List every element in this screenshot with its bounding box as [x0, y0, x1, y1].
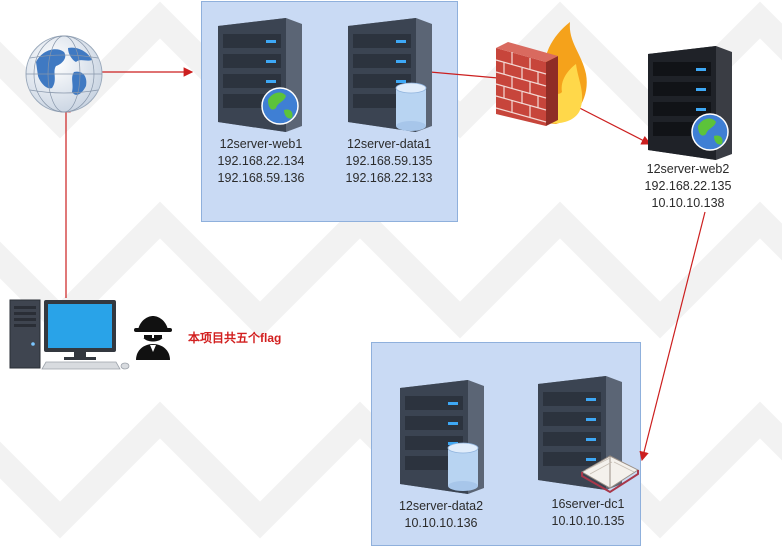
server-data2-icon	[400, 380, 484, 494]
data1-name: 12server-data1	[346, 137, 432, 151]
globe-icon	[25, 35, 103, 113]
web1-ip2: 192.168.59.136	[217, 171, 305, 185]
server-web1-icon	[218, 18, 302, 132]
web1-name: 12server-web1	[219, 137, 303, 151]
web1-ip1: 192.168.22.134	[217, 154, 305, 168]
web2-ip2: 10.10.10.138	[651, 196, 725, 210]
data1-ip1: 192.168.59.135	[345, 154, 433, 168]
data1-ip2: 192.168.22.133	[345, 171, 433, 185]
web2-ip1: 192.168.22.135	[644, 179, 732, 193]
data1-label: 12server-data1 192.168.59.135 192.168.22…	[314, 136, 464, 187]
dc1-name: 16server-dc1	[551, 497, 625, 511]
data2-label: 12server-data2 10.10.10.136	[366, 498, 516, 532]
web1-label: 12server-web1 192.168.22.134 192.168.59.…	[186, 136, 336, 187]
data2-name: 12server-data2	[398, 499, 484, 513]
dc1-label: 16server-dc1 10.10.10.135	[513, 496, 663, 530]
hacker-icon	[134, 316, 172, 360]
server-dc1-icon	[538, 376, 640, 494]
server-data1-icon	[348, 18, 432, 132]
data2-ip1: 10.10.10.136	[404, 516, 478, 530]
web2-name: 12server-web2	[646, 162, 730, 176]
server-web2-icon	[648, 46, 732, 160]
web2-label: 12server-web2 192.168.22.135 10.10.10.13…	[613, 161, 763, 212]
attacker-computer-icon	[9, 299, 130, 370]
dc1-ip1: 10.10.10.135	[551, 514, 625, 528]
firewall-icon	[495, 22, 587, 126]
flag-count-note: 本项目共五个flag	[188, 331, 282, 345]
